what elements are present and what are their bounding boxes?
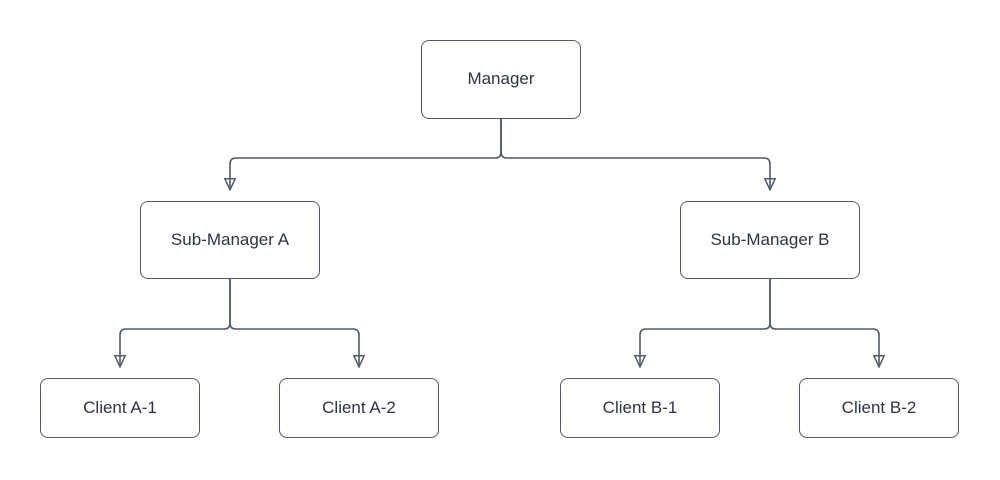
edge-manager-to-sub-b (500, 119, 770, 189)
edge-sub-a-to-client-a1 (120, 279, 231, 366)
node-client-b1-label: Client B-1 (602, 397, 678, 417)
edge-sub-b-to-client-b2 (769, 279, 879, 366)
node-sub-manager-a[interactable]: Sub-Manager A (140, 201, 320, 279)
node-client-a1[interactable]: Client A-1 (40, 378, 200, 438)
node-client-a2-label: Client A-2 (322, 397, 396, 417)
node-client-a2[interactable]: Client A-2 (279, 378, 439, 438)
node-client-b2[interactable]: Client B-2 (799, 378, 959, 438)
node-sub-manager-b-label: Sub-Manager B (710, 229, 830, 249)
node-manager[interactable]: Manager (421, 40, 581, 119)
edge-manager-to-sub-a (230, 119, 502, 189)
node-sub-manager-b[interactable]: Sub-Manager B (680, 201, 860, 279)
node-client-b1[interactable]: Client B-1 (560, 378, 720, 438)
node-sub-manager-a-label: Sub-Manager A (170, 229, 290, 249)
node-manager-label: Manager (467, 69, 535, 89)
edge-sub-a-to-client-a2 (229, 279, 359, 366)
node-client-b2-label: Client B-2 (841, 397, 917, 417)
edge-sub-b-to-client-b1 (640, 279, 771, 366)
node-client-a1-label: Client A-1 (83, 397, 157, 417)
